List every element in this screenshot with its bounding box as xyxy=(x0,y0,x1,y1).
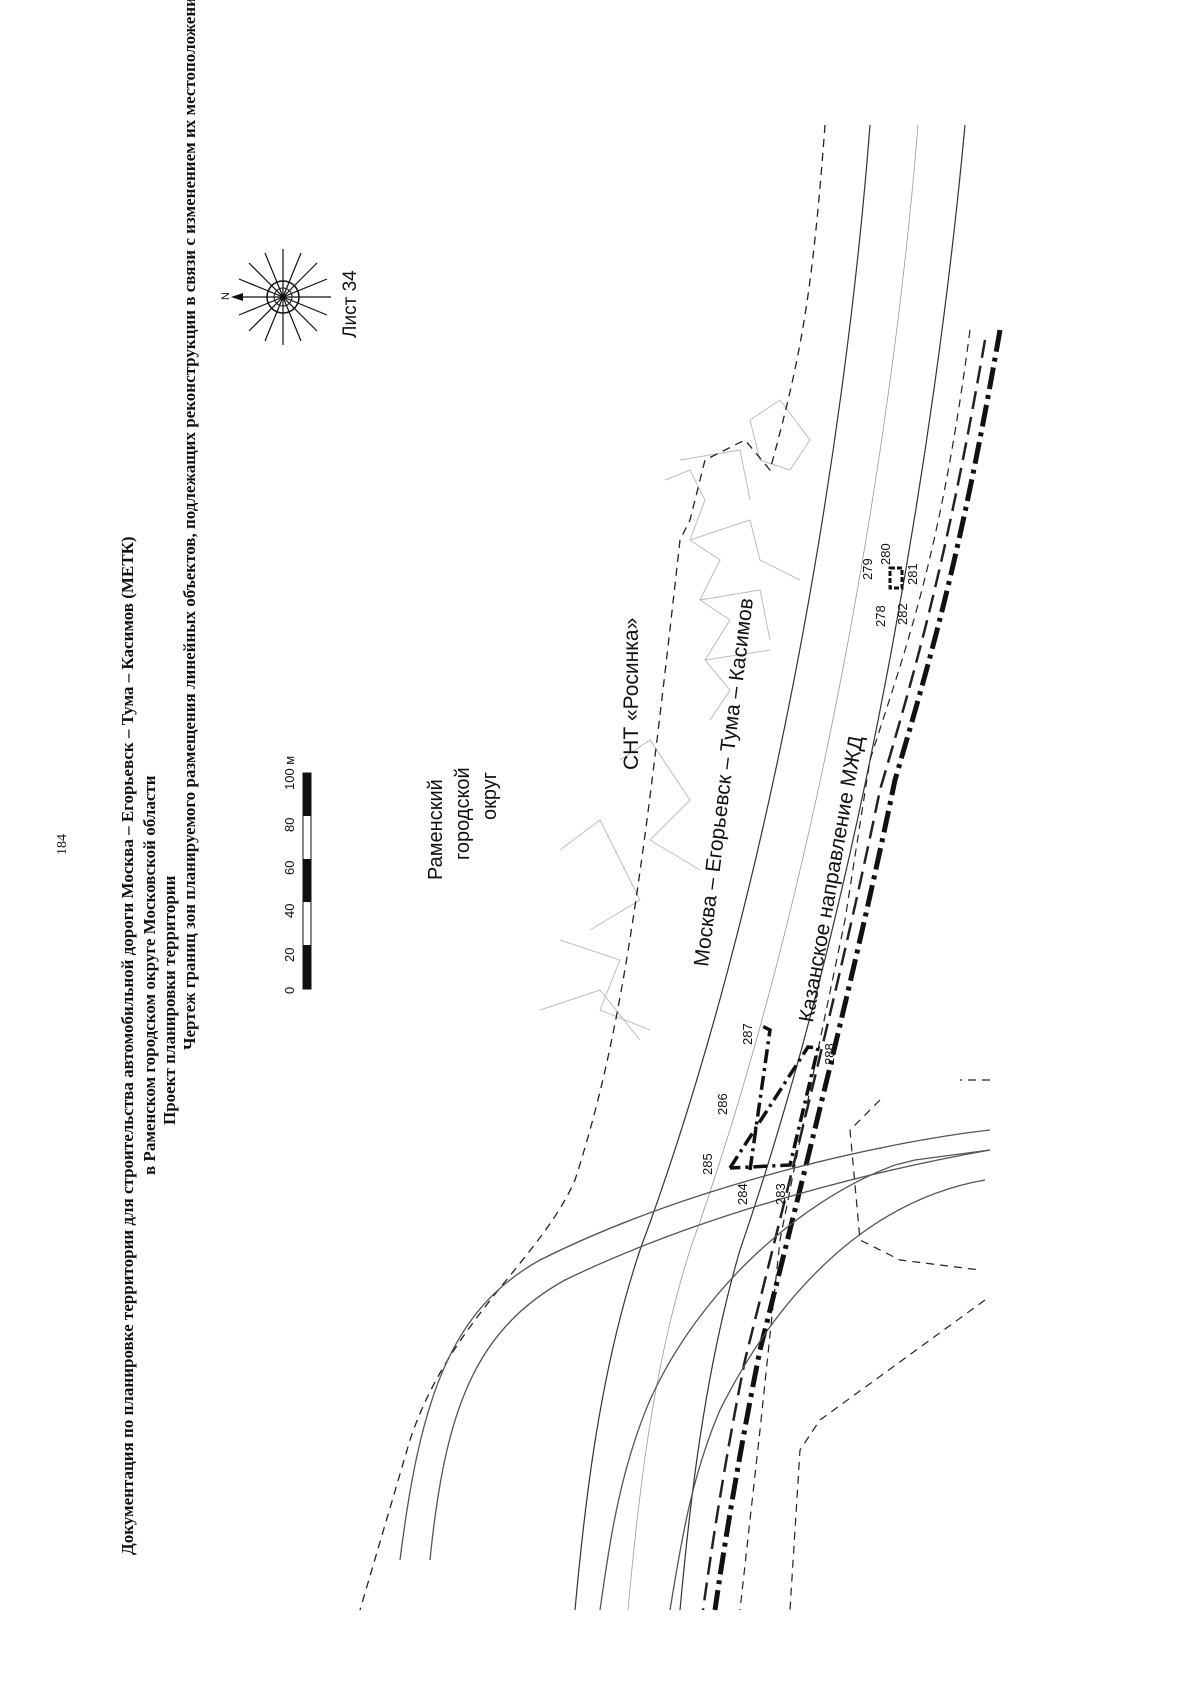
point-label-280: 280 xyxy=(878,543,893,565)
point-label-286: 286 xyxy=(715,1093,730,1115)
interchange-ramp-outer xyxy=(399,1129,991,1561)
zone-boundary-284-287 xyxy=(748,1023,772,1171)
point-label-278: 278 xyxy=(873,605,888,627)
interchange-ramp-3 xyxy=(669,1179,986,1611)
scale-tick-20: 20 xyxy=(282,947,297,962)
railway-boundary-dashed xyxy=(739,329,971,1611)
point-label-281: 281 xyxy=(905,563,920,585)
highway-center xyxy=(627,124,919,1611)
compass-rose-icon xyxy=(231,249,331,345)
point-label-282: 282 xyxy=(895,603,910,625)
highway-edge-right xyxy=(679,124,966,1611)
railway-track-2 xyxy=(701,339,987,1611)
district-label-line1: Раменский xyxy=(425,779,447,880)
scale-tick-40: 40 xyxy=(282,903,297,918)
interchange-ramp-tip xyxy=(894,1149,991,1166)
point-label-279: 279 xyxy=(860,558,875,580)
boundary-dashed-upper xyxy=(359,124,826,1611)
point-label-283: 283 xyxy=(773,1183,788,1205)
scale-tick-100: 100 м xyxy=(282,755,297,790)
point-label-285: 285 xyxy=(700,1153,715,1175)
background-plots xyxy=(539,399,811,1041)
district-label-line2: городской xyxy=(452,767,474,860)
snt-label: СНТ «Росинка» xyxy=(620,617,643,770)
interchange-boundary-dashed xyxy=(849,1099,981,1271)
point-label-288: 288 xyxy=(822,1043,837,1065)
scale-bar xyxy=(302,772,312,990)
sheet-label: Лист 34 xyxy=(340,270,361,338)
point-label-287: 287 xyxy=(740,1023,755,1045)
highway-edge-left xyxy=(574,124,871,1611)
railway-track xyxy=(712,329,1003,1611)
compass-north-label: N xyxy=(220,292,232,300)
scale-tick-80: 80 xyxy=(282,817,297,832)
scale-tick-60: 60 xyxy=(282,860,297,875)
scale-tick-0: 0 xyxy=(282,986,297,994)
interchange-ramp-2 xyxy=(599,1164,896,1611)
zone-boundary-283-288 xyxy=(728,1045,821,1170)
zone-278-282 xyxy=(888,566,904,590)
interchange-ramp-inner xyxy=(429,1149,991,1561)
point-label-284: 284 xyxy=(735,1183,750,1205)
interchange-boundary-dashed-2 xyxy=(789,1299,986,1611)
district-label-line3: округ xyxy=(479,771,501,820)
